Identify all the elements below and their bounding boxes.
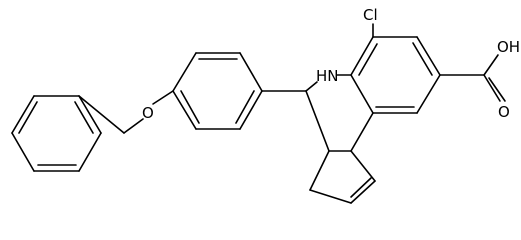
bond <box>488 77 506 102</box>
bond <box>412 42 433 76</box>
bond <box>172 90 197 130</box>
bond <box>235 90 255 124</box>
bond <box>180 90 200 124</box>
bond <box>123 118 144 134</box>
atom-labels: Cl HN OH O O <box>142 6 520 122</box>
bond <box>483 54 499 76</box>
bond <box>239 90 263 130</box>
bond <box>350 150 376 182</box>
bond <box>74 101 94 134</box>
bond <box>11 132 35 172</box>
bond <box>416 36 441 76</box>
bond <box>350 36 374 76</box>
chemical-structure-diagram: Cl HN OH O O <box>11 6 520 204</box>
ether-oxygen-label: O <box>142 104 154 122</box>
bond <box>350 180 376 204</box>
bond <box>239 52 263 92</box>
bond <box>309 189 352 204</box>
bond <box>309 150 330 191</box>
bond <box>350 112 374 152</box>
bond <box>350 74 374 114</box>
chlorine-label: Cl <box>363 6 378 24</box>
acid-hydroxyl-label: OH <box>497 38 520 56</box>
bond <box>350 177 372 198</box>
bond <box>172 52 197 92</box>
bond <box>78 95 102 134</box>
bond <box>416 74 441 114</box>
bond <box>78 132 102 172</box>
bond <box>305 81 318 92</box>
bond <box>11 95 35 134</box>
bond <box>78 95 125 134</box>
acid-carbonyl-oxygen-label: O <box>498 103 510 121</box>
bond <box>305 90 330 152</box>
bond <box>483 74 501 102</box>
bond <box>358 43 378 76</box>
amine-label: HN <box>316 67 339 85</box>
bond <box>152 90 174 105</box>
bond-lines <box>11 23 506 204</box>
bond <box>18 101 38 134</box>
